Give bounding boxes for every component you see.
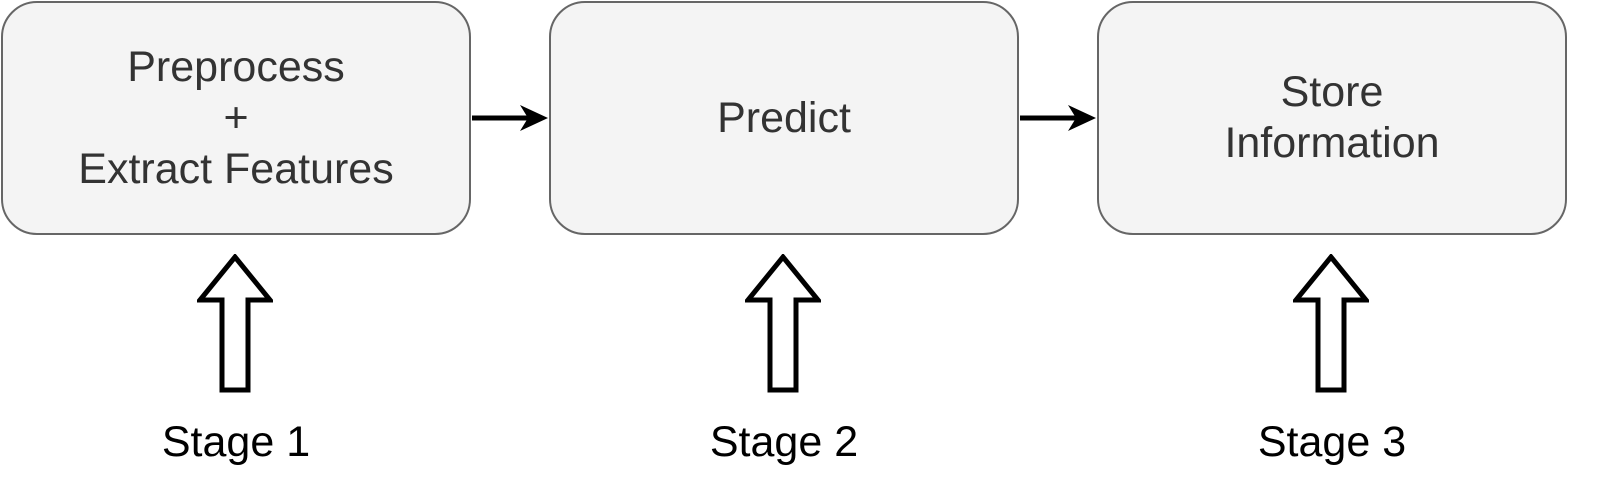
- step-box-text: +: [223, 93, 249, 142]
- stage-label-1: Stage 1: [161, 418, 311, 466]
- stage-label-2: Stage 2: [709, 418, 859, 466]
- step-box-text: Predict: [717, 93, 851, 142]
- step-box-text: Extract Features: [78, 144, 394, 193]
- hollow-up-arrow-icon: [197, 254, 273, 393]
- step-box-preprocess: Preprocess + Extract Features: [1, 1, 471, 235]
- hollow-up-arrow-icon: [745, 254, 821, 393]
- step-box-text: Preprocess: [127, 42, 345, 91]
- right-arrow-icon: [1020, 105, 1096, 131]
- step-box-text: Information: [1224, 119, 1440, 167]
- step-box-predict: Predict: [549, 1, 1019, 235]
- step-box-store-information: Store Information: [1097, 1, 1567, 235]
- right-arrow-icon: [472, 105, 548, 131]
- stage-label-3: Stage 3: [1257, 418, 1407, 466]
- hollow-up-arrow-icon: [1293, 254, 1369, 393]
- step-box-text: Store: [1280, 68, 1384, 116]
